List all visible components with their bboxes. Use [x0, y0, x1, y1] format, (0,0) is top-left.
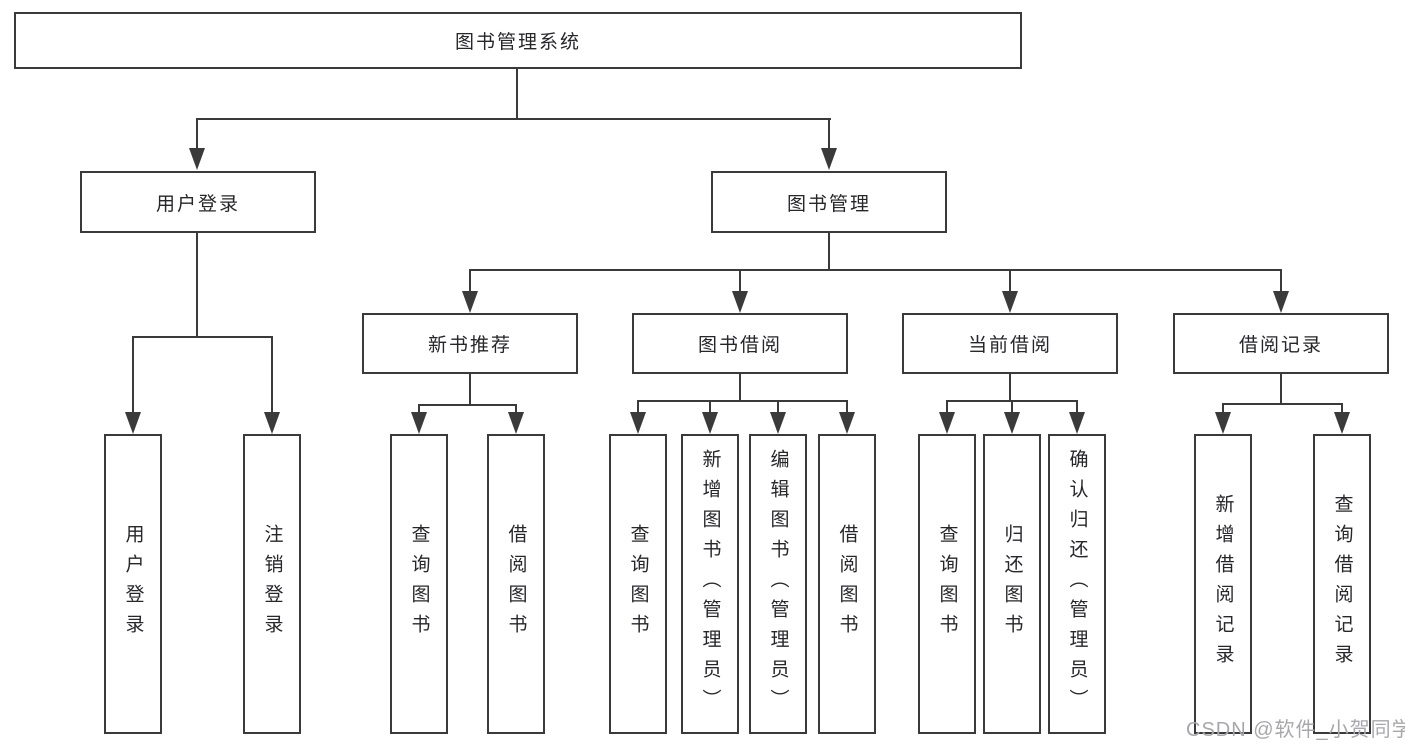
connector-stem — [1009, 269, 1011, 293]
node-current-borrow: 当前借阅 — [902, 313, 1118, 374]
connector-root-hline — [197, 118, 831, 120]
node-book-management: 图书管理 — [711, 171, 947, 233]
node-user-login: 用户登录 — [80, 171, 316, 233]
arrow-down-icon — [508, 412, 524, 434]
leaf-records-add-borrow-record-label: 新增借阅记录 — [1212, 494, 1234, 674]
connector-new-book-hline — [419, 404, 517, 406]
leaf-current-return-books-label: 归还图书 — [1001, 524, 1023, 644]
leaf-borrow-add-books-admin: 新增图书（管理员） — [681, 434, 739, 734]
connector-stem — [469, 269, 471, 293]
connector-stem — [709, 400, 711, 414]
csdn-watermark: CSDN @软件_小贺同学 — [1186, 719, 1405, 741]
arrow-down-icon — [1215, 412, 1231, 434]
connector-current-borrow-vline — [1009, 374, 1011, 402]
leaf-newbook-query-books: 查询图书 — [390, 434, 448, 734]
connector-stem — [1076, 400, 1078, 414]
leaf-borrow-edit-books-admin: 编辑图书（管理员） — [749, 434, 807, 734]
leaf-current-query-books-label: 查询图书 — [936, 524, 958, 644]
leaf-borrow-borrow-books-label: 借阅图书 — [836, 524, 858, 644]
arrow-down-icon — [1273, 291, 1289, 313]
leaf-current-return-books: 归还图书 — [983, 434, 1041, 734]
connector-stem — [132, 336, 134, 414]
node-book-borrow-label: 图书借阅 — [697, 335, 782, 356]
connector-book-mgmt-hline — [470, 269, 1282, 271]
connector-book-mgmt-vline — [828, 233, 830, 271]
arrow-down-icon — [1004, 412, 1020, 434]
node-new-book-recommend-label: 新书推荐 — [427, 335, 512, 356]
arrow-down-icon — [1002, 291, 1018, 313]
connector-stem — [946, 400, 948, 414]
connector-stem-book-mgmt — [828, 118, 830, 150]
arrow-down-icon — [462, 291, 478, 313]
leaf-borrow-add-books-admin-label: 新增图书（管理员） — [699, 449, 721, 719]
leaf-borrow-query-books-label: 查询图书 — [627, 524, 649, 644]
arrow-down-icon — [732, 291, 748, 313]
leaf-newbook-borrow-books-label: 借阅图书 — [505, 524, 527, 644]
arrow-down-icon — [821, 148, 837, 170]
leaf-current-query-books: 查询图书 — [918, 434, 976, 734]
connector-stem — [739, 269, 741, 293]
connector-stem — [1011, 400, 1013, 414]
node-new-book-recommend: 新书推荐 — [362, 313, 578, 374]
node-book-management-label: 图书管理 — [786, 193, 871, 215]
connector-borrow-records-vline — [1280, 374, 1282, 405]
arrow-down-icon — [1334, 412, 1350, 434]
arrow-down-icon — [630, 412, 646, 434]
leaf-borrow-query-books: 查询图书 — [609, 434, 667, 734]
arrow-down-icon — [264, 412, 280, 434]
connector-stem — [846, 400, 848, 414]
connector-new-book-vline — [469, 374, 471, 406]
connector-borrow-records-hline — [1223, 403, 1343, 405]
connector-stem — [515, 404, 517, 414]
leaf-logout: 注销登录 — [243, 434, 301, 734]
leaf-current-confirm-return-admin-label: 确认归还（管理员） — [1066, 449, 1088, 719]
connector-stem — [637, 400, 639, 414]
connector-book-borrow-vline — [739, 374, 741, 402]
connector-user-login-vline — [196, 233, 198, 338]
node-borrow-records-label: 借阅记录 — [1238, 335, 1323, 356]
connector-root-vline — [516, 69, 518, 118]
leaf-logout-label: 注销登录 — [261, 524, 283, 644]
leaf-records-query-borrow-record: 查询借阅记录 — [1313, 434, 1371, 734]
arrow-down-icon — [770, 412, 786, 434]
leaf-borrow-edit-books-admin-label: 编辑图书（管理员） — [767, 449, 789, 719]
leaf-user-login: 用户登录 — [104, 434, 162, 734]
connector-stem-user-login — [196, 118, 198, 150]
connector-stem — [777, 400, 779, 414]
node-user-login-label: 用户登录 — [155, 193, 240, 215]
connector-stem — [1222, 403, 1224, 414]
arrow-down-icon — [125, 412, 141, 434]
arrow-down-icon — [411, 412, 427, 434]
node-book-borrow: 图书借阅 — [632, 313, 848, 374]
arrow-down-icon — [939, 412, 955, 434]
connector-stem — [418, 404, 420, 414]
node-root-label: 图书管理系统 — [454, 32, 581, 53]
leaf-newbook-query-books-label: 查询图书 — [408, 524, 430, 644]
arrow-down-icon — [1069, 412, 1085, 434]
leaf-current-confirm-return-admin: 确认归还（管理员） — [1048, 434, 1106, 734]
node-borrow-records: 借阅记录 — [1173, 313, 1389, 374]
node-current-borrow-label: 当前借阅 — [967, 335, 1052, 356]
node-root-system: 图书管理系统 — [14, 12, 1022, 69]
arrow-down-icon — [839, 412, 855, 434]
connector-user-login-hline — [132, 336, 273, 338]
leaf-borrow-borrow-books: 借阅图书 — [818, 434, 876, 734]
connector-book-borrow-hline — [638, 400, 848, 402]
arrow-down-icon — [189, 148, 205, 170]
leaf-records-query-borrow-record-label: 查询借阅记录 — [1331, 494, 1353, 674]
connector-stem — [271, 336, 273, 414]
leaf-newbook-borrow-books: 借阅图书 — [487, 434, 545, 734]
connector-stem — [1341, 403, 1343, 414]
connector-stem — [1280, 269, 1282, 293]
leaf-user-login-label: 用户登录 — [122, 524, 144, 644]
leaf-records-add-borrow-record: 新增借阅记录 — [1194, 434, 1252, 734]
arrow-down-icon — [702, 412, 718, 434]
